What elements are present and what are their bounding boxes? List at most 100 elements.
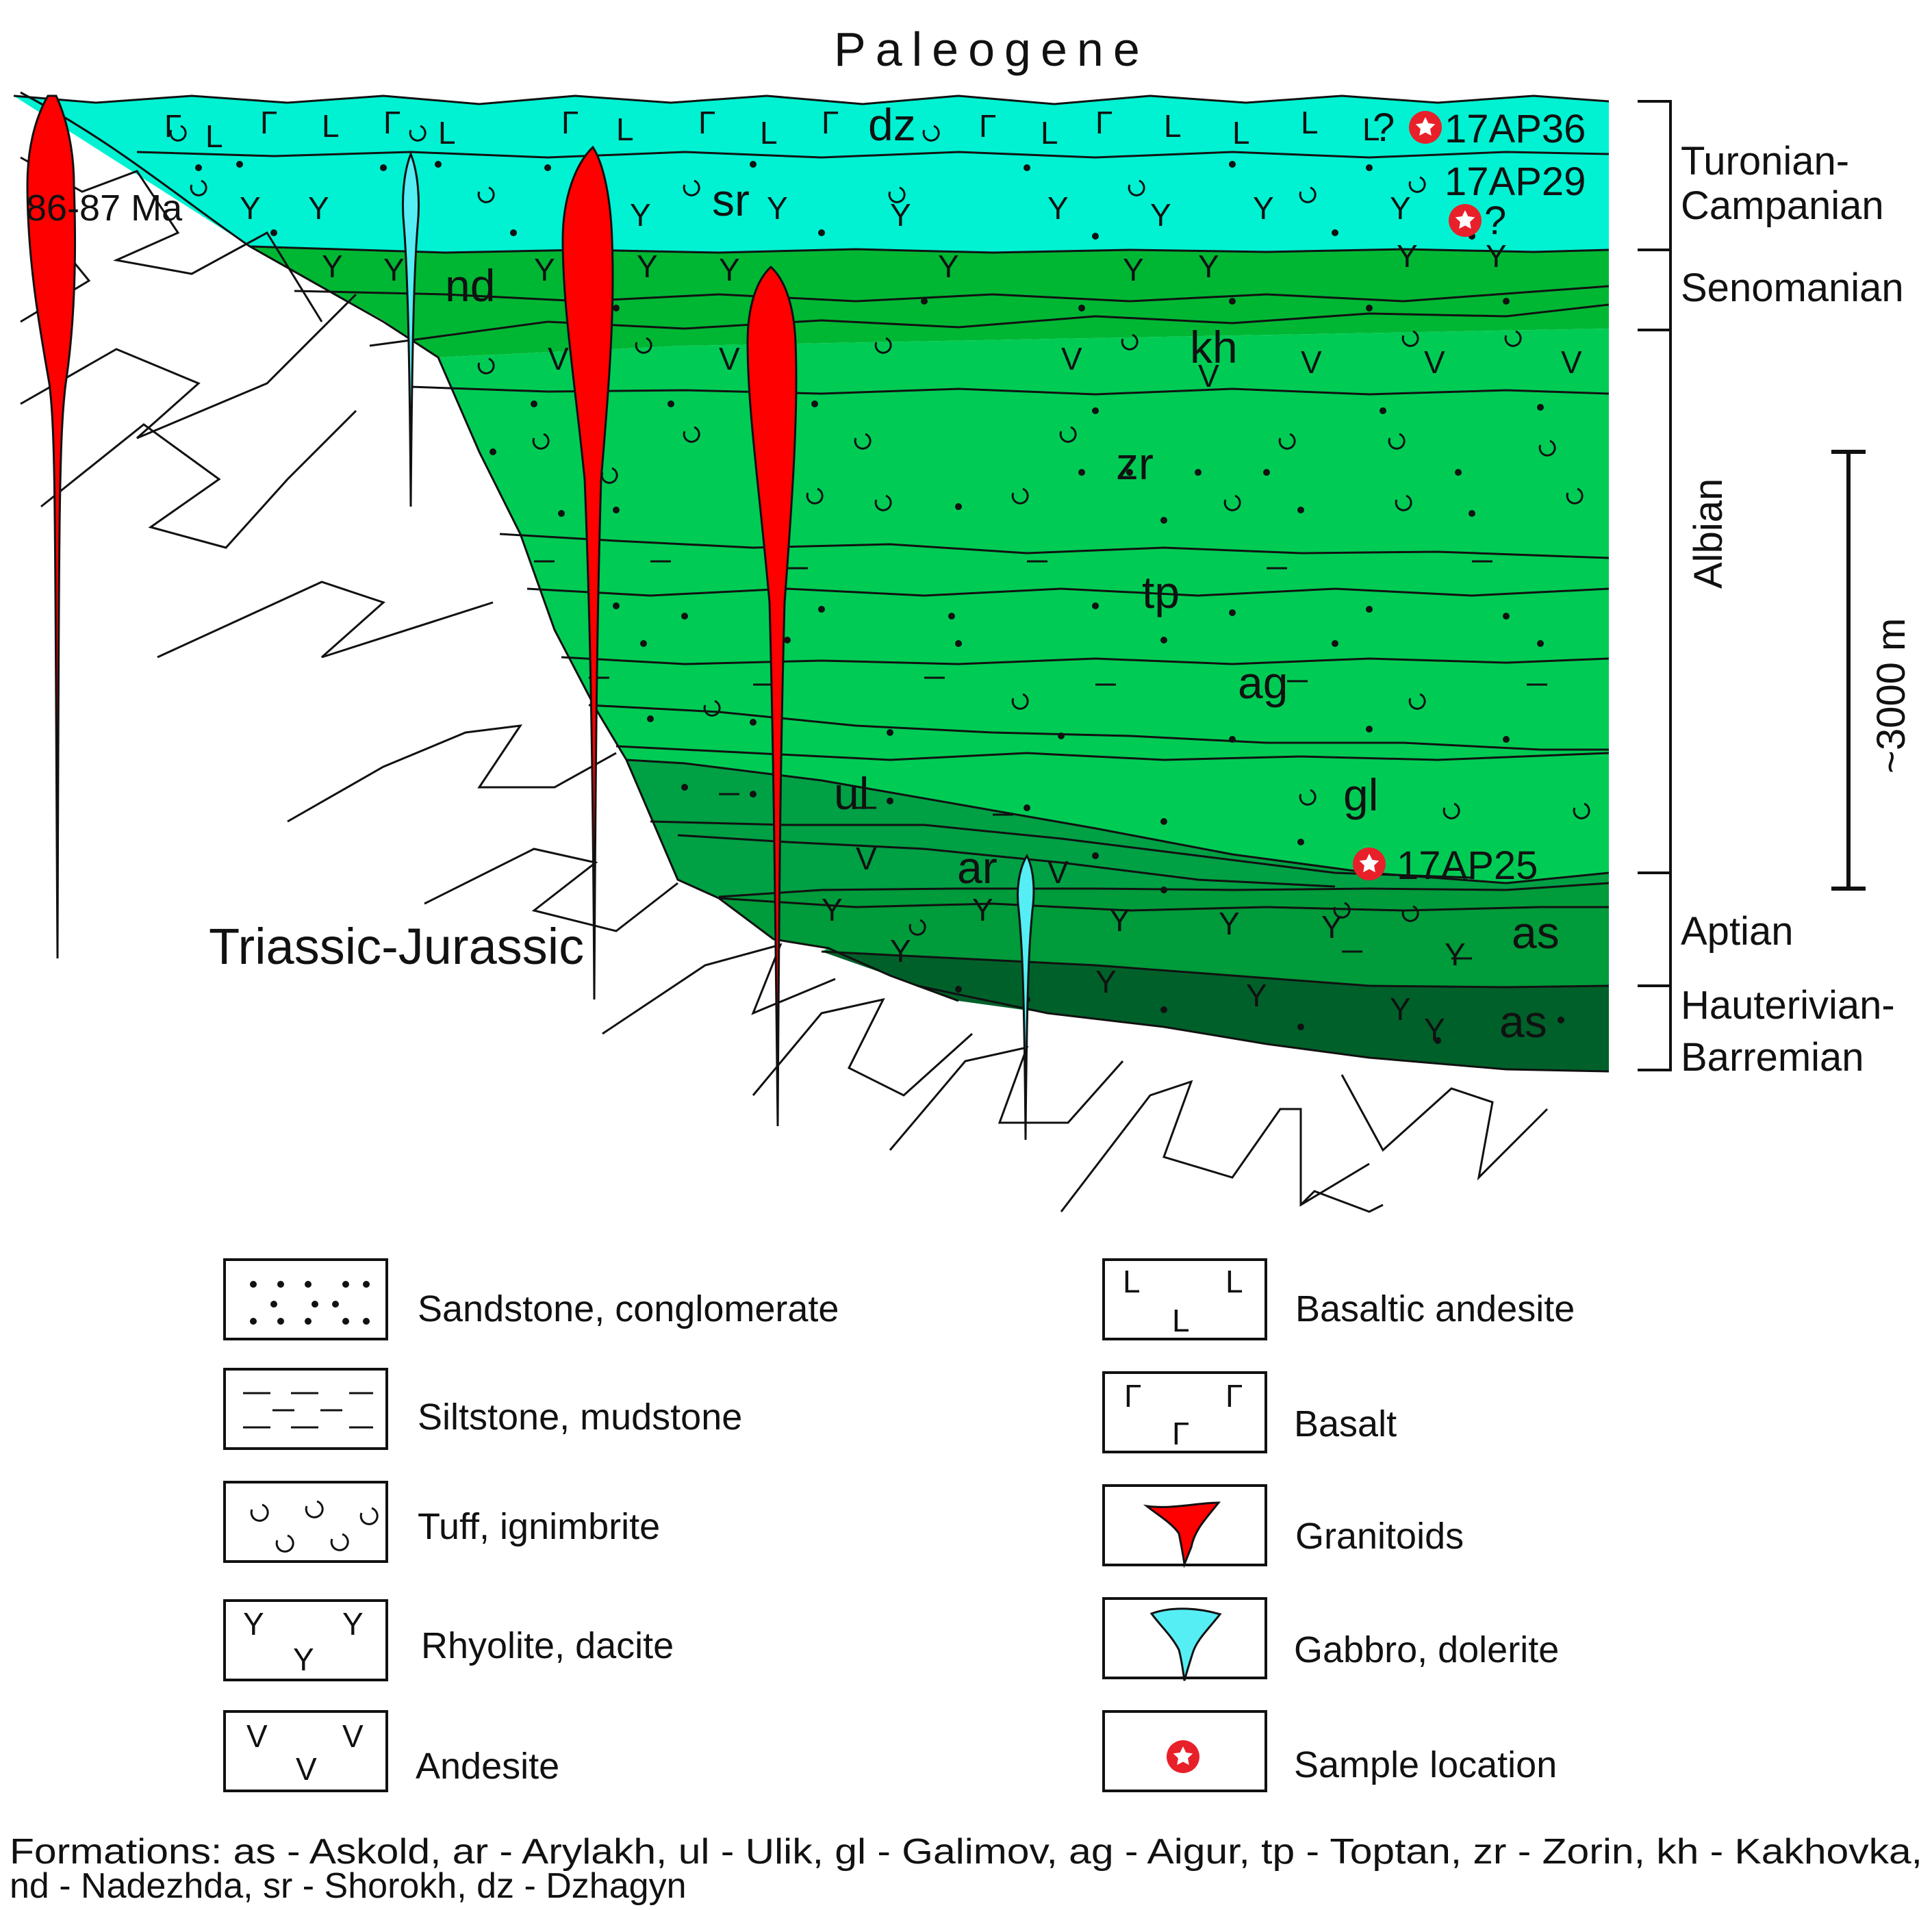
caption: Formations: as - Askold, ar - Arylakh, u…: [10, 1832, 1922, 1906]
stage-aptian: Aptian: [1681, 909, 1793, 954]
svg-text:L: L: [616, 112, 634, 147]
svg-text:L: L: [1041, 115, 1058, 151]
svg-text:Y: Y: [383, 252, 405, 288]
formation-label-gl: gl: [1343, 769, 1378, 820]
svg-text:Y: Y: [972, 892, 993, 928]
legend-gabbro-symbol: [1149, 1607, 1222, 1681]
granitoid-intrusion-2: [561, 145, 614, 1000]
formation-label-dz: dz: [868, 99, 916, 150]
svg-text:L: L: [1123, 1264, 1141, 1299]
formation-label-nd: nd: [445, 260, 495, 311]
layer-lower-albian-ul-ar: [626, 760, 1609, 898]
svg-text:V: V: [342, 1718, 364, 1754]
sample-label-17AP29: 17AP29: [1445, 160, 1586, 204]
intrusion-age-label: 86-87 Ma: [26, 188, 183, 229]
svg-text:L: L: [1362, 112, 1380, 147]
sample-uncertain-17AP36: ?: [1373, 105, 1395, 150]
svg-text:Y: Y: [1109, 902, 1130, 938]
svg-text:Y: Y: [1397, 238, 1418, 274]
svg-text:Y: Y: [822, 892, 843, 928]
svg-text:Y: Y: [1095, 964, 1117, 999]
svg-text:Y: Y: [938, 249, 959, 284]
sample-marker-17AP36: [1409, 111, 1442, 144]
layer-hauterivian-as: [822, 952, 1609, 1071]
svg-text:Γ: Γ: [1225, 1378, 1243, 1414]
svg-text:Y: Y: [243, 1606, 264, 1642]
formation-labels: Paleogene dz sr nd kh zr tp ag gl ul ar …: [26, 23, 1560, 1047]
svg-text:Y: Y: [534, 252, 555, 288]
svg-text:Γ: Γ: [260, 105, 277, 140]
basement-label: Triassic-Jurassic: [209, 918, 584, 975]
stage-turonian-campanian: Turonian- Campanian: [1681, 139, 1884, 228]
svg-text:V: V: [1424, 344, 1445, 380]
layer-albian: [438, 329, 1609, 883]
svg-text:Y: Y: [1198, 249, 1219, 284]
svg-text:Y: Y: [1047, 190, 1069, 226]
svg-text:Y: Y: [322, 249, 343, 284]
formation-label-sr: sr: [712, 175, 750, 225]
formation-label-as-aptian: as: [1512, 907, 1560, 958]
svg-text:Γ: Γ: [383, 105, 401, 140]
svg-text:Y: Y: [1390, 991, 1411, 1027]
svg-text:V: V: [1301, 344, 1322, 380]
legend-label-rhyolite: Rhyolite, dacite: [421, 1625, 674, 1666]
boundary-lines: [13, 94, 1610, 1073]
gabbro-intrusion-2: [1017, 853, 1035, 1141]
legend-sample-symbol: [1167, 1740, 1199, 1773]
svg-text:L: L: [1301, 105, 1319, 140]
sample-label-17AP36: 17AP36: [1445, 107, 1586, 151]
legend-label-granitoids: Granitoids: [1295, 1516, 1464, 1557]
caption-line-2: nd - Nadezhda, sr - Shorokh, dz - Dzhagy…: [10, 1866, 686, 1906]
svg-text:Y: Y: [890, 933, 911, 969]
intrusions: [26, 94, 1035, 1141]
samples: ? 17AP36 17AP29 ? 17AP25: [1353, 105, 1586, 888]
svg-text:Y: Y: [1424, 1012, 1445, 1047]
svg-text:L: L: [1225, 1264, 1243, 1299]
formation-label-as-hauterivian: as: [1499, 996, 1547, 1047]
svg-text:Y: Y: [342, 1606, 364, 1642]
svg-text:Y: Y: [630, 197, 651, 233]
svg-text:Y: Y: [890, 197, 911, 233]
granitoid-intrusion-1: [26, 94, 76, 959]
legend-label-andesite: Andesite: [416, 1746, 559, 1787]
svg-text:Y: Y: [1123, 252, 1144, 288]
svg-text:L: L: [205, 118, 223, 154]
svg-text:L: L: [760, 115, 778, 151]
svg-text:Γ: Γ: [561, 105, 579, 140]
svg-text:V: V: [1061, 341, 1082, 377]
formation-label-ar: ar: [957, 842, 997, 893]
svg-text:V: V: [1561, 344, 1582, 380]
svg-text:Y: Y: [719, 252, 740, 288]
svg-text:L: L: [1172, 1303, 1190, 1338]
gabbro-intrusion-1: [401, 151, 420, 507]
svg-text:Y: Y: [1150, 197, 1171, 233]
svg-text:L: L: [438, 115, 456, 151]
formation-label-tp: tp: [1142, 567, 1180, 617]
sample-marker-17AP25: [1353, 848, 1386, 880]
svg-text:Γ: Γ: [1095, 105, 1113, 140]
legend-label-sandstone: Sandstone, conglomerate: [418, 1288, 839, 1329]
svg-text:Y: Y: [1390, 190, 1411, 226]
svg-text:Γ: Γ: [698, 105, 715, 140]
svg-text:V: V: [296, 1751, 317, 1787]
legend-label-basaltic-andesite: Basaltic andesite: [1295, 1288, 1575, 1329]
granitoid-intrusion-3: [746, 265, 798, 1127]
stage-senomanian: Senomanian: [1681, 266, 1904, 310]
stage-hauterivian-barremian: Hauterivian- Barremian: [1681, 983, 1906, 1080]
paleogene-label: Paleogene: [834, 23, 1149, 76]
svg-text:L: L: [322, 108, 340, 144]
svg-text:Y: Y: [1219, 906, 1240, 941]
svg-text:Y: Y: [1253, 190, 1274, 226]
svg-text:V: V: [856, 841, 877, 876]
legend-granitoid-symbol: [1143, 1501, 1221, 1568]
svg-text:Γ: Γ: [979, 108, 996, 144]
legend-label-tuff: Tuff, ignimbrite: [418, 1506, 660, 1547]
svg-text:Y: Y: [767, 190, 788, 226]
stage-column: Turonian- Campanian Senomanian Albian Ap…: [1638, 100, 1914, 1080]
scale-bar: [1831, 450, 1866, 891]
svg-text:Γ: Γ: [1172, 1416, 1189, 1451]
svg-text:Y: Y: [1246, 978, 1267, 1013]
stage-albian: Albian: [1686, 479, 1731, 589]
svg-text:V: V: [548, 341, 569, 377]
